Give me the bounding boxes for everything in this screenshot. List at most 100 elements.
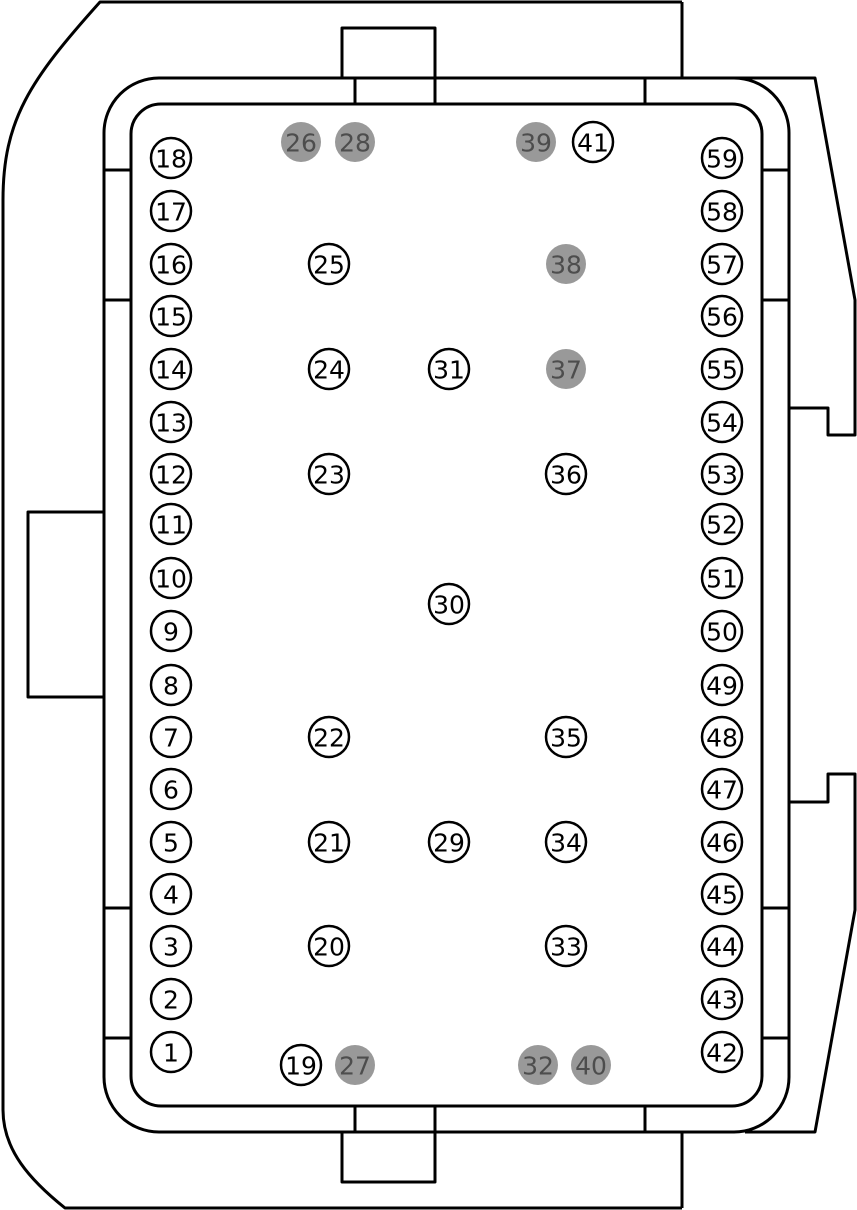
pin-29: 29 <box>427 820 471 864</box>
open-pin-marker <box>307 242 351 286</box>
pin-8: 8 <box>149 663 193 707</box>
pin-51: 51 <box>700 556 744 600</box>
pin-label: 58 <box>706 198 738 227</box>
open-pin-marker <box>149 502 193 546</box>
pin-24: 24 <box>307 347 351 391</box>
pin-55: 55 <box>700 347 744 391</box>
pin-23: 23 <box>307 452 351 496</box>
pin-41: 41 <box>571 120 615 164</box>
pin-34: 34 <box>544 820 588 864</box>
pin-46: 46 <box>700 820 744 864</box>
open-pin-marker <box>700 242 744 286</box>
pin-label: 37 <box>550 356 582 385</box>
pin-label: 23 <box>313 461 345 490</box>
pin-label: 29 <box>433 829 465 858</box>
pin-56: 56 <box>700 294 744 338</box>
pin-44: 44 <box>700 924 744 968</box>
open-pin-marker <box>700 452 744 496</box>
open-pin-marker <box>149 715 193 759</box>
pin-label: 40 <box>575 1052 607 1081</box>
pin-31: 31 <box>427 347 471 391</box>
pin-38: 38 <box>546 244 586 284</box>
pin-label: 14 <box>155 356 187 385</box>
pin-32: 32 <box>518 1045 558 1085</box>
pin-label: 22 <box>313 724 345 753</box>
pin-52: 52 <box>700 502 744 546</box>
inner-cavity <box>129 102 764 1108</box>
pin-label: 9 <box>163 618 179 647</box>
pin-label: 47 <box>706 776 738 805</box>
pin-label: 48 <box>706 724 738 753</box>
filled-pin-marker <box>335 122 375 162</box>
filled-pin-marker <box>281 122 321 162</box>
filled-pin-marker <box>546 244 586 284</box>
pin-label: 11 <box>155 511 187 540</box>
pin-33: 33 <box>544 924 588 968</box>
open-pin-marker <box>427 820 471 864</box>
open-pin-marker <box>149 977 193 1021</box>
pin-label: 50 <box>706 618 738 647</box>
pin-label: 42 <box>706 1039 738 1068</box>
pin-label: 32 <box>522 1052 554 1081</box>
open-pin-marker <box>307 347 351 391</box>
pin-label: 13 <box>155 409 187 438</box>
pin-label: 38 <box>550 251 582 280</box>
pin-label: 8 <box>163 672 179 701</box>
pin-label: 27 <box>339 1052 371 1081</box>
pin-49: 49 <box>700 663 744 707</box>
filled-pin-marker <box>571 1045 611 1085</box>
open-pin-marker <box>700 820 744 864</box>
pin-label: 54 <box>706 409 738 438</box>
open-pin-marker <box>307 715 351 759</box>
pin-label: 15 <box>155 303 187 332</box>
open-pin-marker <box>149 347 193 391</box>
pin-59: 59 <box>700 136 744 180</box>
open-pin-marker <box>700 977 744 1021</box>
pin-20: 20 <box>307 924 351 968</box>
pin-label: 30 <box>433 591 465 620</box>
pin-label: 35 <box>550 724 582 753</box>
pin-label: 19 <box>285 1052 317 1081</box>
pin-label: 59 <box>706 145 738 174</box>
open-pin-marker <box>149 452 193 496</box>
filled-pin-marker <box>518 1045 558 1085</box>
pin-label: 41 <box>577 129 609 158</box>
open-pin-marker <box>700 609 744 653</box>
pin-label: 53 <box>706 461 738 490</box>
open-pin-marker <box>700 347 744 391</box>
pin-label: 55 <box>706 356 738 385</box>
pin-43: 43 <box>700 977 744 1021</box>
pin-label: 39 <box>520 129 552 158</box>
open-pin-marker <box>149 924 193 968</box>
outer-shell <box>1 0 682 1210</box>
pin-label: 26 <box>285 129 317 158</box>
open-pin-marker <box>700 1030 744 1074</box>
open-pin-marker <box>700 767 744 811</box>
open-pin-marker <box>149 136 193 180</box>
pin-label: 25 <box>313 251 345 280</box>
filled-pin-marker <box>516 122 556 162</box>
pin-label: 44 <box>706 933 738 962</box>
pin-30: 30 <box>427 582 471 626</box>
pin-3: 3 <box>149 924 193 968</box>
pin-45: 45 <box>700 872 744 916</box>
open-pin-marker <box>700 136 744 180</box>
pin-label: 20 <box>313 933 345 962</box>
pin-label: 52 <box>706 511 738 540</box>
pin-label: 21 <box>313 829 345 858</box>
pin-54: 54 <box>700 400 744 444</box>
pin-40: 40 <box>571 1045 611 1085</box>
pin-9: 9 <box>149 609 193 653</box>
pin-27: 27 <box>335 1045 375 1085</box>
open-pin-marker <box>544 924 588 968</box>
open-pin-marker <box>149 872 193 916</box>
filled-pin-marker <box>335 1045 375 1085</box>
pin-label: 51 <box>706 565 738 594</box>
pin-label: 7 <box>163 724 179 753</box>
pin-label: 5 <box>163 829 179 858</box>
pin-1: 1 <box>149 1030 193 1074</box>
pin-label: 56 <box>706 303 738 332</box>
left-tab <box>26 510 104 699</box>
